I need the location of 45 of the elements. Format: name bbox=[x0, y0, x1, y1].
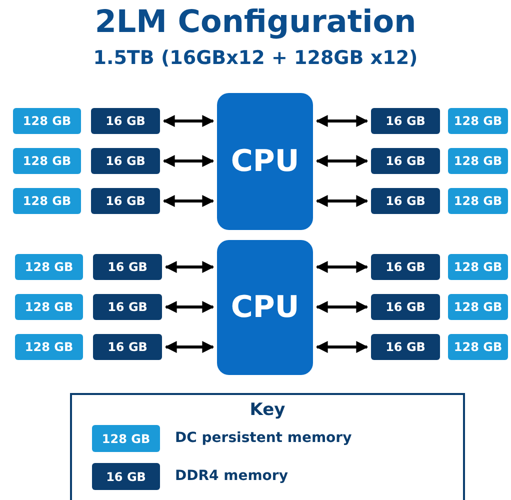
key-heading: Key bbox=[248, 400, 286, 420]
memory-module-box: 128 GB bbox=[448, 108, 508, 134]
memory-module-box: 128 GB bbox=[448, 294, 508, 320]
double-arrow bbox=[316, 341, 368, 353]
legend-text: DDR4 memory bbox=[175, 468, 288, 484]
double-arrow bbox=[164, 301, 214, 313]
memory-module-box: 128 GB bbox=[448, 254, 508, 280]
memory-module-box: 16 GB bbox=[93, 334, 162, 360]
memory-module-box: 128 GB bbox=[15, 294, 83, 320]
memory-module-box: 128 GB bbox=[448, 148, 508, 174]
memory-module-box: 16 GB bbox=[91, 188, 160, 214]
double-arrow bbox=[162, 115, 214, 127]
cpu-box: CPU bbox=[217, 93, 313, 230]
subtitle: 1.5TB (16GBx12 + 128GB x12) bbox=[92, 47, 419, 69]
memory-module-box: 16 GB bbox=[371, 148, 440, 174]
double-arrow bbox=[164, 341, 214, 353]
memory-module-box: 16 GB bbox=[371, 188, 440, 214]
memory-module-box: 128 GB bbox=[448, 334, 508, 360]
memory-module-box: 16 GB bbox=[91, 108, 160, 134]
title: 2LM Configuration bbox=[94, 4, 418, 40]
memory-module-box: 16 GB bbox=[93, 294, 162, 320]
memory-module-box: 128 GB bbox=[448, 188, 508, 214]
double-arrow bbox=[316, 261, 368, 273]
swatch-label: 128 GB bbox=[102, 432, 150, 446]
memory-module-box: 128 GB bbox=[15, 334, 83, 360]
memory-module-box: 128 GB bbox=[13, 188, 81, 214]
double-arrow bbox=[316, 115, 368, 127]
memory-module-box: 128 GB bbox=[15, 254, 83, 280]
double-arrow bbox=[316, 195, 368, 207]
double-arrow bbox=[164, 261, 214, 273]
memory-module-box: 16 GB bbox=[371, 334, 440, 360]
memory-module-box: 16 GB bbox=[371, 108, 440, 134]
double-arrow bbox=[316, 301, 368, 313]
memory-module-box: 16 GB bbox=[93, 254, 162, 280]
double-arrow bbox=[162, 195, 214, 207]
memory-module-box: 128 GB bbox=[13, 108, 81, 134]
memory-module-box: 16 GB bbox=[371, 254, 440, 280]
cpu-box: CPU bbox=[217, 240, 313, 375]
swatch-label: 16 GB bbox=[106, 470, 146, 484]
double-arrow bbox=[162, 155, 214, 167]
memory-module-box: 16 GB bbox=[371, 294, 440, 320]
double-arrow bbox=[316, 155, 368, 167]
memory-module-box: 128 GB bbox=[13, 148, 81, 174]
memory-module-box: 16 GB bbox=[91, 148, 160, 174]
legend-text: DC persistent memory bbox=[175, 430, 352, 446]
